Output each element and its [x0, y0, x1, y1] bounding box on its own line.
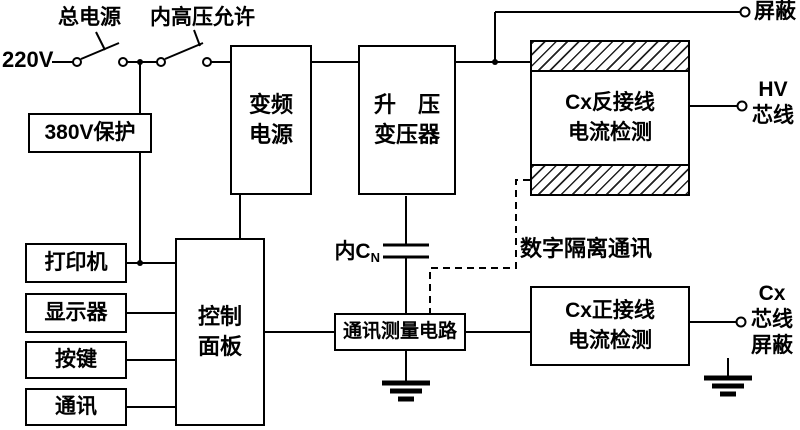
shield-electrode-hatch-bottom	[530, 164, 690, 196]
hv-permit-leader-line	[193, 29, 201, 47]
block-cx-forward-line1: Cx正接线	[565, 299, 655, 322]
block-control-panel-line2: 面板	[197, 334, 242, 359]
ground-symbol-main	[382, 380, 430, 402]
block-step-up-transformer: 升 压 变压器	[358, 45, 456, 195]
block-step-up-transformer-line1: 升 压	[373, 92, 440, 117]
protection-tap-wire	[137, 59, 143, 266]
measure-circuit-wires	[265, 331, 530, 383]
shield-terminal	[739, 6, 751, 18]
block-vfd-power-line2: 电源	[248, 122, 293, 147]
block-display-label: 显示器	[44, 301, 108, 324]
hv-label: HV	[758, 78, 788, 101]
block-comm-measure-circuit-label: 通讯测量电路	[342, 321, 457, 342]
block-cx-reverse-line2: 电流检测	[568, 121, 652, 144]
block-comm-measure-circuit: 通讯测量电路	[334, 313, 466, 351]
hv-core-terminal	[736, 100, 748, 112]
main-switch-leader-line	[95, 31, 106, 51]
shield-electrode-hatch-top	[530, 40, 690, 72]
ground-symbol-shield	[704, 358, 752, 397]
block-keys-label: 按键	[55, 348, 97, 371]
hv-chain-wires	[312, 11, 740, 107]
block-step-up-transformer-line2: 变压器	[373, 122, 440, 147]
cn-capacitor-label-main: 内C	[334, 240, 371, 263]
block-control-panel-line1: 控制	[197, 304, 242, 329]
cx-core-label: 芯线	[751, 308, 793, 331]
block-cx-forward-detection: Cx正接线 电流检测	[530, 286, 690, 366]
cx-shield-label: 屏蔽	[751, 334, 793, 357]
cn-capacitor-label-sub: N	[370, 250, 380, 265]
block-380v-protection-label: 380V保护	[44, 121, 136, 144]
cn-capacitor-label: 内CN	[328, 240, 380, 270]
cx-label: Cx	[758, 282, 786, 305]
main-power-switch-label: 总电源	[58, 6, 121, 29]
block-comm-label: 通讯	[55, 395, 97, 418]
block-cx-reverse-detection: Cx反接线 电流检测	[530, 40, 690, 196]
block-vfd-power-line1: 变频	[248, 92, 293, 117]
block-comm: 通讯	[25, 388, 127, 426]
control-panel-wires	[127, 195, 241, 408]
block-printer-label: 打印机	[44, 251, 108, 274]
block-380v-protection: 380V保护	[28, 113, 152, 153]
block-cx-reverse-line1: Cx反接线	[565, 91, 655, 114]
hv-core-label: 芯线	[752, 104, 794, 127]
block-control-panel: 控制 面板	[175, 238, 265, 426]
hv-permit-switch-symbol	[156, 29, 212, 67]
block-display: 显示器	[25, 293, 127, 333]
digital-isolation-label: 数字隔离通讯	[520, 236, 653, 261]
hv-permit-switch-label: 内高压允许	[150, 6, 255, 29]
block-vfd-power: 变频 电源	[230, 45, 312, 195]
block-printer: 打印机	[25, 243, 127, 283]
block-cx-forward-line2: 电流检测	[568, 329, 652, 352]
shield-top-label: 屏蔽	[754, 0, 796, 23]
main-power-switch-symbol	[72, 31, 128, 67]
digital-isolation-dashed-path	[429, 179, 530, 313]
block-keys: 按键	[25, 341, 127, 379]
input-voltage-label: 220V	[2, 47, 54, 72]
cn-capacitor-symbol	[383, 196, 429, 313]
cx-core-terminal	[735, 316, 747, 328]
